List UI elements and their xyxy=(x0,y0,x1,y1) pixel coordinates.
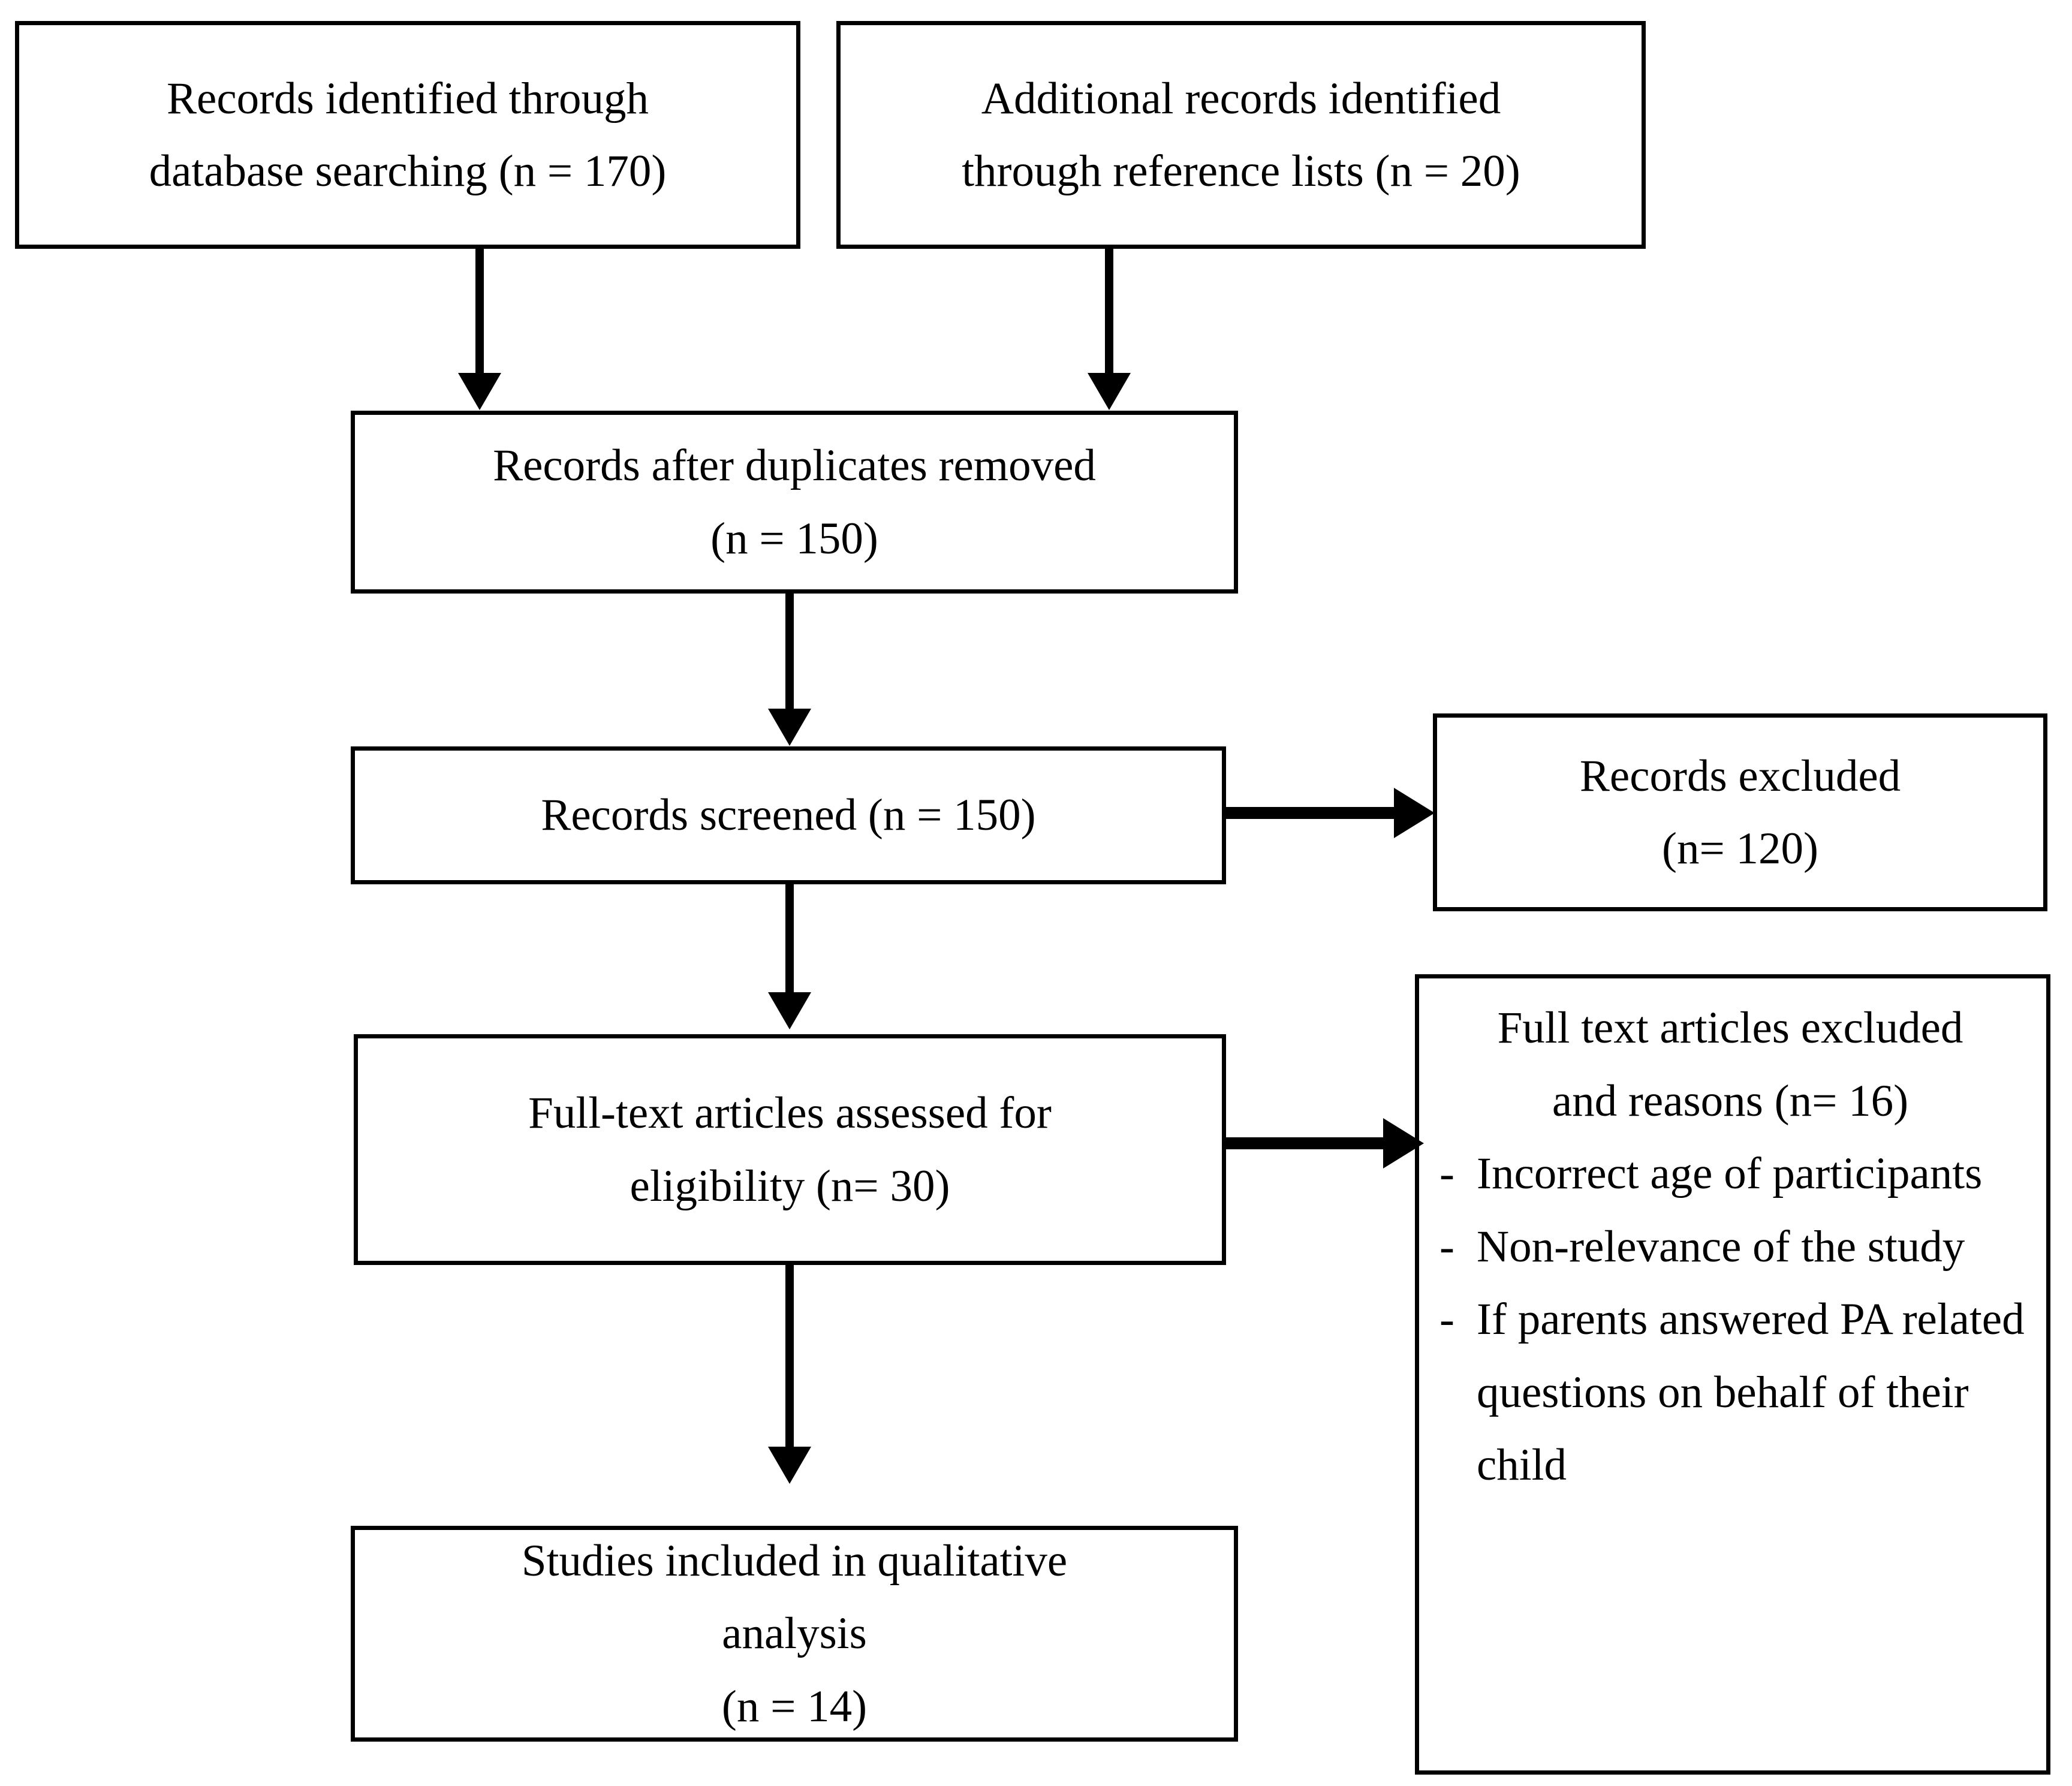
arrowhead-down xyxy=(458,373,501,410)
list-item: - If parents answered PA related questio… xyxy=(1435,1283,2026,1502)
connector-fulltext-to-reasons xyxy=(1226,1137,1389,1149)
node-line: (n = 14) xyxy=(721,1681,868,1731)
node-studies-included-qualitative: Studies included in qualitative analysis… xyxy=(351,1526,1238,1742)
list-item-label: Non-relevance of the study xyxy=(1477,1221,1965,1272)
list-item: - Non-relevance of the study xyxy=(1435,1210,2026,1284)
node-line: Records after duplicates removed xyxy=(493,441,1096,490)
node-line: Full-text articles assessed for xyxy=(528,1088,1052,1138)
node-line: analysis xyxy=(722,1609,867,1659)
node-line: through reference lists (n = 20) xyxy=(962,146,1520,196)
arrowhead-down xyxy=(768,992,811,1029)
list-item-label: Incorrect age of participants xyxy=(1477,1149,1983,1198)
connector-db-search-to-dupes xyxy=(475,249,484,378)
reasons-title: Full text articles excluded and reasons … xyxy=(1435,992,2026,1137)
bullet-dash-icon: - xyxy=(1439,1221,1454,1272)
node-line: database searching (n = 170) xyxy=(149,146,667,196)
node-line: Studies included in qualitative xyxy=(521,1535,1068,1586)
node-line: eligibility (n= 30) xyxy=(630,1161,950,1211)
node-records-screened: Records screened (n = 150) xyxy=(351,746,1226,884)
connector-screened-to-excluded xyxy=(1226,807,1400,819)
node-records-excluded: Records excluded (n= 120) xyxy=(1433,713,2047,911)
bullet-dash-icon: - xyxy=(1439,1149,1454,1198)
arrowhead-down xyxy=(768,1447,811,1484)
exclusion-reasons-list: - Incorrect age of participants - Non-re… xyxy=(1435,1137,2026,1502)
arrowhead-right xyxy=(1394,788,1435,838)
node-line: Records identified through xyxy=(167,73,649,124)
node-line: Records screened (n = 150) xyxy=(541,790,1036,841)
list-item: - Incorrect age of participants xyxy=(1435,1137,2026,1210)
node-line: (n= 120) xyxy=(1662,824,1818,874)
node-fulltext-excluded-reasons: Full text articles excluded and reasons … xyxy=(1415,974,2050,1775)
connector-screened-to-fulltext xyxy=(785,884,794,997)
node-line: Records excluded xyxy=(1579,751,1901,801)
node-records-identified-database: Records identified through database sear… xyxy=(15,21,800,249)
node-line: Additional records identified xyxy=(981,73,1501,124)
connector-dupes-to-screened xyxy=(785,594,794,713)
reasons-title-line: Full text articles excluded xyxy=(1497,1003,1963,1053)
reasons-title-line: and reasons (n= 16) xyxy=(1552,1076,1909,1126)
node-records-after-duplicates-removed: Records after duplicates removed (n = 15… xyxy=(351,411,1238,594)
arrowhead-down xyxy=(768,709,811,746)
list-item-label: If parents answered PA related questions… xyxy=(1477,1294,2025,1490)
node-line: (n = 150) xyxy=(710,513,878,564)
arrowhead-down xyxy=(1088,373,1131,410)
node-fulltext-articles-assessed: Full-text articles assessed for eligibil… xyxy=(354,1034,1226,1265)
bullet-dash-icon: - xyxy=(1439,1294,1454,1344)
node-additional-records-reference-lists: Additional records identified through re… xyxy=(836,21,1646,249)
arrowhead-right xyxy=(1383,1118,1424,1168)
connector-fulltext-to-included xyxy=(785,1265,794,1451)
connector-ref-lists-to-dupes xyxy=(1105,249,1113,378)
